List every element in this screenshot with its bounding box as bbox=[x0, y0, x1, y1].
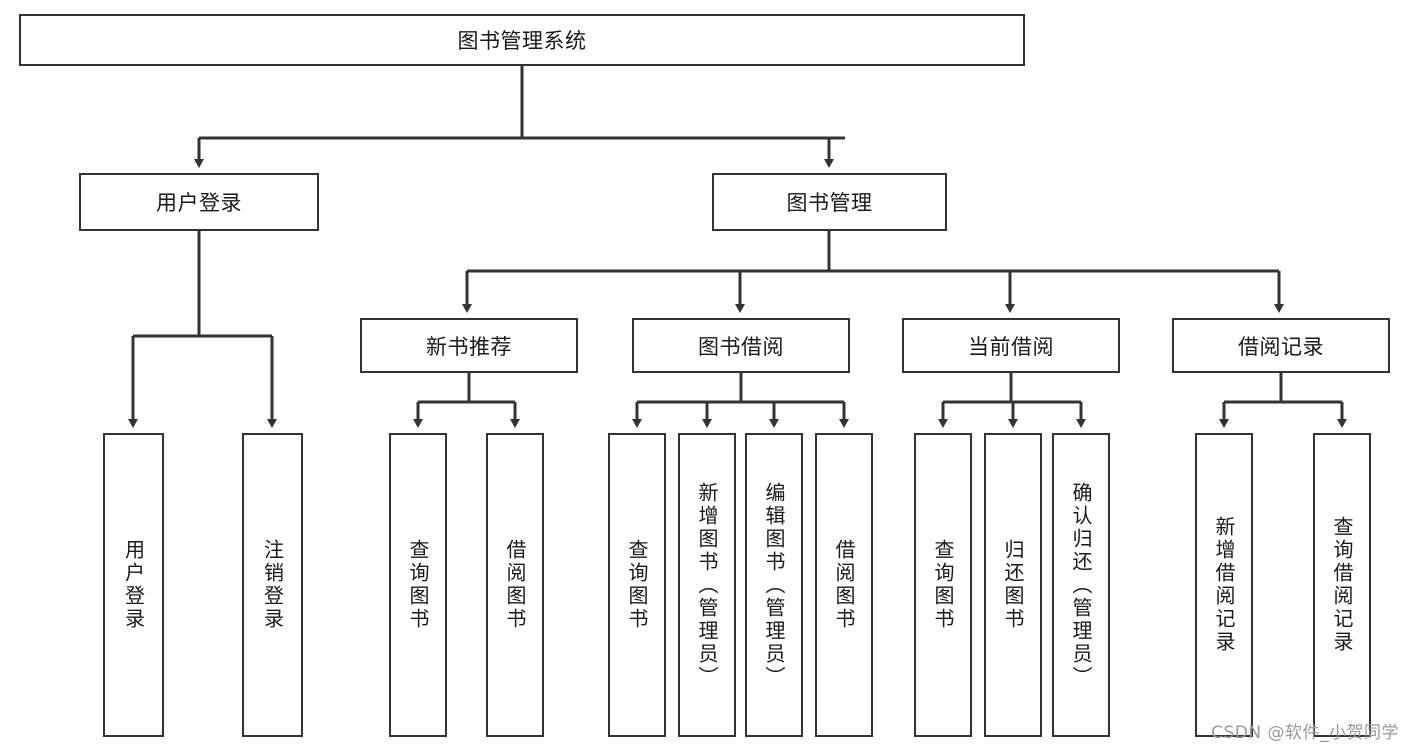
node-leaf-add-book-admin[interactable]: 新增图书（管理员） bbox=[678, 433, 736, 737]
node-leaf-query-book-borrow[interactable]: 查询图书 bbox=[608, 433, 666, 737]
node-label: 归还图书 bbox=[1001, 539, 1025, 631]
node-leaf-user-login[interactable]: 用户登录 bbox=[103, 433, 164, 737]
connector-new-book-recommend bbox=[413, 373, 520, 428]
node-label: 新增借阅记录 bbox=[1212, 516, 1236, 654]
connector-user-login bbox=[128, 231, 277, 428]
node-leaf-query-book-current[interactable]: 查询图书 bbox=[914, 433, 972, 737]
node-leaf-borrow-book-recommend[interactable]: 借阅图书 bbox=[486, 433, 544, 737]
node-label: 用户登录 bbox=[156, 191, 242, 215]
connector-borrow-records bbox=[1219, 373, 1347, 428]
node-label: 当前借阅 bbox=[968, 334, 1054, 359]
node-label: 图书借阅 bbox=[698, 334, 784, 359]
node-book-management-system[interactable]: 图书管理系统 bbox=[19, 14, 1025, 66]
node-leaf-edit-book-admin[interactable]: 编辑图书（管理员） bbox=[745, 433, 803, 737]
node-leaf-borrow-book[interactable]: 借阅图书 bbox=[815, 433, 873, 737]
node-label: 借阅记录 bbox=[1238, 334, 1324, 359]
node-leaf-add-borrow-record[interactable]: 新增借阅记录 bbox=[1195, 433, 1253, 737]
connector-root bbox=[194, 66, 845, 168]
node-new-book-recommend[interactable]: 新书推荐 bbox=[360, 318, 578, 373]
node-label: 查询图书 bbox=[625, 539, 649, 631]
node-label: 新书推荐 bbox=[426, 334, 512, 359]
node-book-management[interactable]: 图书管理 bbox=[712, 173, 947, 231]
node-label: 注销登录 bbox=[260, 539, 285, 631]
node-leaf-confirm-return-admin[interactable]: 确认归还（管理员） bbox=[1052, 433, 1110, 737]
node-label: 图书管理 bbox=[786, 191, 873, 215]
watermark-text: CSDN @软件_小贺同学 bbox=[1211, 723, 1399, 743]
node-label: 借阅图书 bbox=[503, 539, 527, 631]
node-label: 图书管理系统 bbox=[457, 29, 587, 53]
node-leaf-return-book[interactable]: 归还图书 bbox=[984, 433, 1042, 737]
node-leaf-query-borrow-record[interactable]: 查询借阅记录 bbox=[1313, 433, 1371, 737]
node-label: 借阅图书 bbox=[832, 539, 856, 631]
node-label: 新增图书（管理员） bbox=[695, 481, 719, 689]
node-book-borrow[interactable]: 图书借阅 bbox=[632, 318, 850, 373]
connector-book-borrow bbox=[632, 373, 849, 428]
node-user-login[interactable]: 用户登录 bbox=[79, 173, 319, 231]
node-label: 编辑图书（管理员） bbox=[762, 481, 786, 689]
node-label: 查询图书 bbox=[931, 539, 955, 631]
node-label: 查询借阅记录 bbox=[1330, 516, 1354, 654]
node-label: 确认归还（管理员） bbox=[1069, 481, 1093, 689]
node-leaf-query-book-recommend[interactable]: 查询图书 bbox=[389, 433, 447, 737]
connector-current-borrow bbox=[938, 373, 1086, 428]
node-leaf-user-logout[interactable]: 注销登录 bbox=[242, 433, 303, 737]
node-label: 查询图书 bbox=[406, 539, 430, 631]
node-label: 用户登录 bbox=[121, 539, 146, 631]
node-borrow-records[interactable]: 借阅记录 bbox=[1172, 318, 1390, 373]
node-current-borrow[interactable]: 当前借阅 bbox=[902, 318, 1120, 373]
connector-book-management bbox=[462, 231, 1284, 313]
